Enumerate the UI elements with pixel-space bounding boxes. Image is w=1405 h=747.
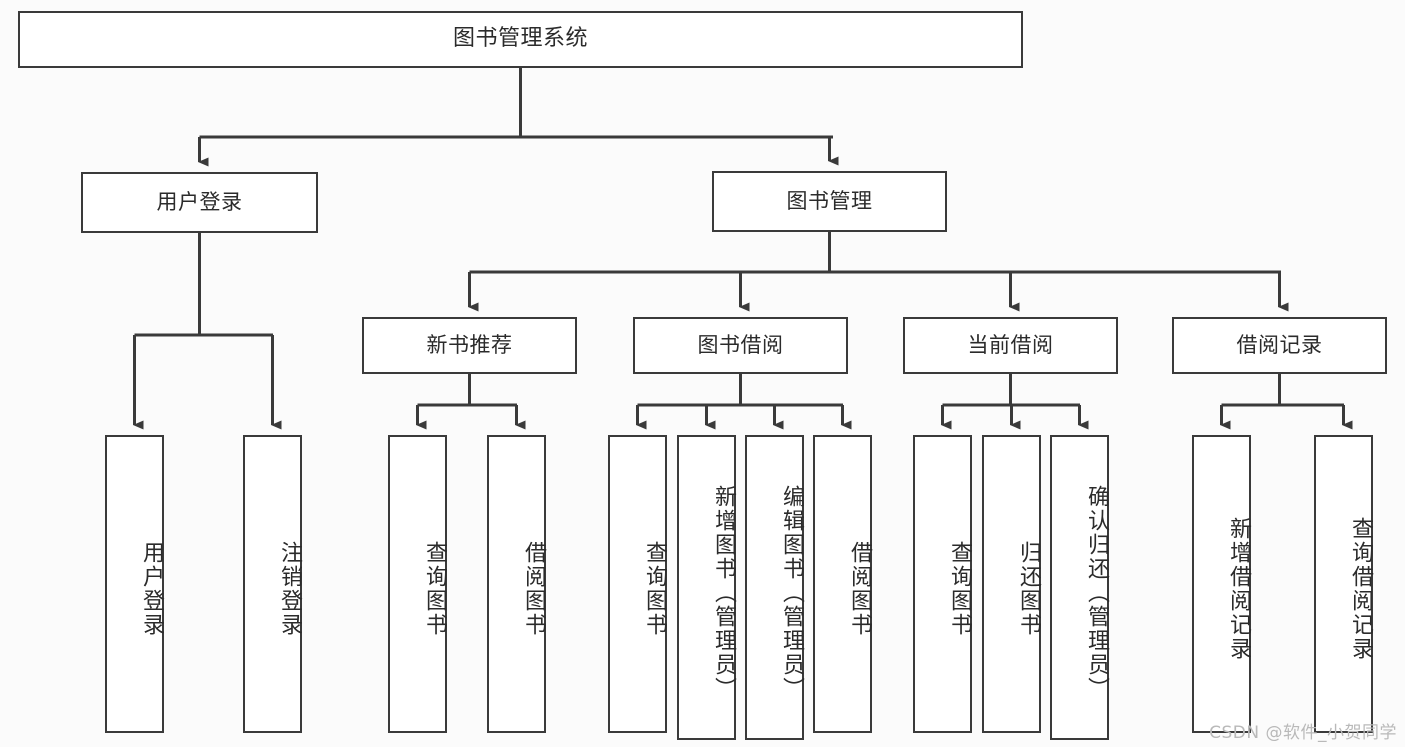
node-leaf-add-borrow-record-label: 新增借阅记录	[1226, 517, 1251, 661]
node-leaf-borrow-book-2-label: 借阅图书	[847, 541, 872, 637]
node-leaf-add-borrow-record[interactable]: 新增借阅记录	[1192, 435, 1251, 733]
node-leaf-user-logout-label: 注销登录	[277, 541, 302, 637]
node-leaf-return-book-label: 归还图书	[1016, 541, 1041, 637]
node-current-borrow-label: 当前借阅	[967, 332, 1054, 357]
node-leaf-query-book-3-label: 查询图书	[947, 541, 972, 637]
node-new-book-recommend-label: 新书推荐	[426, 332, 513, 357]
node-leaf-confirm-return-admin[interactable]: 确认归还（管理员）	[1050, 435, 1109, 740]
node-user-login[interactable]: 用户登录	[81, 172, 318, 233]
node-leaf-borrow-book-2[interactable]: 借阅图书	[813, 435, 872, 733]
node-book-manage[interactable]: 图书管理	[712, 171, 947, 232]
watermark: CSDN @软件_小贺同学	[1209, 723, 1397, 743]
node-leaf-edit-book-admin-label: 编辑图书（管理员）	[779, 484, 804, 701]
node-leaf-add-book-admin[interactable]: 新增图书（管理员）	[677, 435, 736, 740]
node-leaf-query-book-2[interactable]: 查询图书	[608, 435, 667, 733]
node-leaf-query-book-1[interactable]: 查询图书	[388, 435, 447, 733]
node-borrow-record-label: 借阅记录	[1236, 332, 1323, 357]
node-leaf-user-login-label: 用户登录	[139, 541, 164, 637]
node-user-login-label: 用户登录	[156, 189, 243, 214]
node-leaf-return-book[interactable]: 归还图书	[982, 435, 1041, 733]
node-leaf-edit-book-admin[interactable]: 编辑图书（管理员）	[745, 435, 804, 740]
node-leaf-query-book-2-label: 查询图书	[642, 541, 667, 637]
node-leaf-add-book-admin-label: 新增图书（管理员）	[711, 484, 736, 701]
node-book-borrow-label: 图书借阅	[697, 332, 784, 357]
node-new-book-recommend[interactable]: 新书推荐	[362, 317, 577, 374]
node-leaf-query-borrow-record-label: 查询借阅记录	[1348, 517, 1373, 661]
node-leaf-user-logout[interactable]: 注销登录	[243, 435, 302, 733]
node-leaf-user-login[interactable]: 用户登录	[105, 435, 164, 733]
node-borrow-record[interactable]: 借阅记录	[1172, 317, 1387, 374]
node-book-borrow[interactable]: 图书借阅	[633, 317, 848, 374]
node-book-manage-label: 图书管理	[786, 188, 873, 213]
node-leaf-confirm-return-admin-label: 确认归还（管理员）	[1084, 484, 1109, 701]
node-leaf-borrow-book-1[interactable]: 借阅图书	[487, 435, 546, 733]
node-leaf-borrow-book-1-label: 借阅图书	[521, 541, 546, 637]
node-current-borrow[interactable]: 当前借阅	[903, 317, 1118, 374]
node-root-label: 图书管理系统	[452, 26, 588, 52]
node-leaf-query-book-3[interactable]: 查询图书	[913, 435, 972, 733]
node-leaf-query-book-1-label: 查询图书	[422, 541, 447, 637]
node-leaf-query-borrow-record[interactable]: 查询借阅记录	[1314, 435, 1373, 733]
node-root[interactable]: 图书管理系统	[18, 11, 1023, 68]
